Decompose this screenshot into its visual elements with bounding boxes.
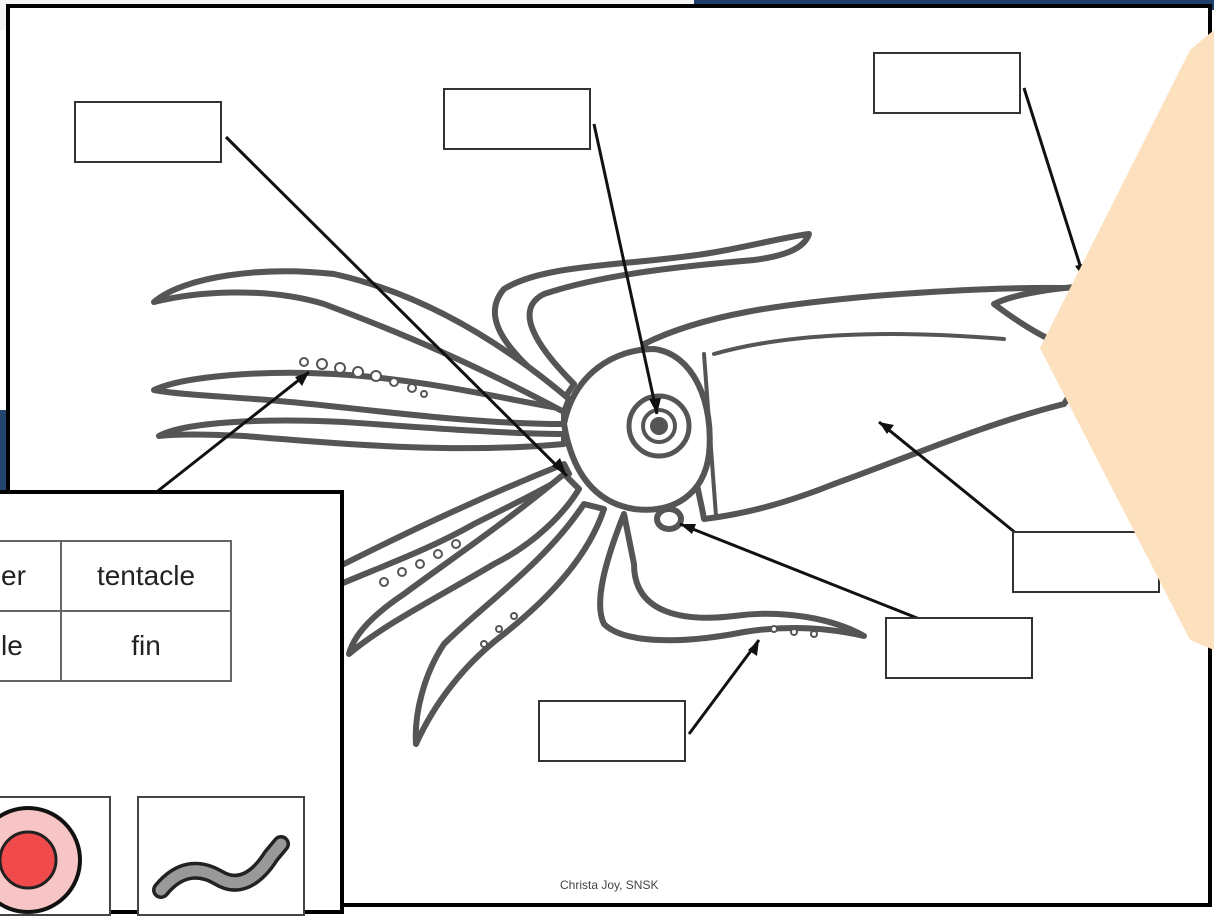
label-box-3[interactable] — [873, 52, 1021, 114]
word-cell[interactable]: tentacle — [61, 541, 231, 611]
circle-target-icon — [0, 798, 113, 918]
word-cell[interactable]: le — [0, 611, 61, 681]
label-box-1[interactable] — [74, 101, 222, 163]
credit-text: Christa Joy, SNSK — [560, 878, 658, 892]
label-box-2[interactable] — [443, 88, 591, 150]
symbol-card-worm[interactable] — [137, 796, 305, 916]
worm-icon — [139, 798, 307, 918]
peach-overlay-shape — [1040, 30, 1214, 650]
word-bank-table: er tentacle le fin — [0, 540, 232, 682]
word-row: er tentacle — [0, 541, 231, 611]
word-cell[interactable]: er — [0, 541, 61, 611]
word-row: le fin — [0, 611, 231, 681]
label-box-6[interactable] — [538, 700, 686, 762]
label-box-5[interactable] — [885, 617, 1033, 679]
word-cell[interactable]: fin — [61, 611, 231, 681]
symbol-card-target[interactable] — [0, 796, 111, 916]
